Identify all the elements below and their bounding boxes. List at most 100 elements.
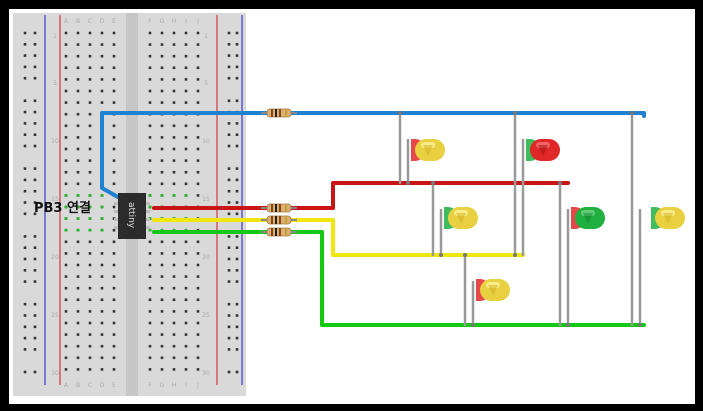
breadboard-hole (100, 275, 104, 278)
row-number-20-right: 20 (202, 254, 210, 261)
breadboard-hole (172, 321, 176, 325)
breadboard-hole (148, 263, 152, 267)
breadboard-hole (172, 182, 176, 186)
breadboard-hole (148, 89, 152, 93)
breadboard-hole (23, 336, 27, 340)
breadboard-hole (196, 333, 200, 336)
led-2 (526, 139, 560, 161)
breadboard-hole (235, 189, 239, 193)
breadboard-hole (196, 275, 200, 278)
breadboard-hole (148, 66, 152, 70)
breadboard-hole (148, 170, 152, 174)
col-letter-top-d: D (100, 18, 105, 25)
junction-dot (463, 253, 467, 257)
breadboard-hole (88, 147, 92, 151)
breadboard-hole (148, 43, 152, 46)
breadboard-hole (100, 310, 104, 313)
breadboard-hole (88, 228, 92, 232)
breadboard-hole (23, 133, 27, 136)
breadboard-hole (196, 43, 200, 46)
breadboard-hole (227, 370, 231, 374)
breadboard-hole (184, 286, 188, 290)
attiny-chip: attiny (114, 193, 150, 239)
breadboard-hole (184, 124, 188, 128)
junction-dot (439, 253, 443, 257)
breadboard-hole (184, 170, 188, 174)
breadboard-hole (88, 43, 92, 46)
col-letter-top-c: C (88, 18, 92, 25)
breadboard-hole (33, 167, 37, 170)
breadboard-hole (33, 336, 37, 340)
breadboard-hole (196, 252, 200, 255)
col-letter-bottom-a: A (64, 382, 69, 389)
breadboard-hole (172, 147, 176, 151)
breadboard-hole (33, 269, 37, 272)
breadboard-hole (148, 344, 152, 348)
breadboard-hole (235, 144, 239, 148)
breadboard-hole (23, 302, 27, 306)
breadboard-hole (196, 159, 200, 162)
breadboard-hole (196, 298, 200, 302)
breadboard-hole (196, 356, 200, 360)
breadboard-hole (172, 78, 176, 81)
breadboard-hole (23, 257, 27, 261)
breadboard-hole (23, 201, 27, 204)
col-letter-top-e: E (112, 18, 116, 25)
breadboard-hole (112, 182, 116, 186)
breadboard-hole (184, 194, 188, 197)
breadboard-hole (196, 78, 200, 81)
col-letter-top-j: J (196, 18, 199, 25)
breadboard-hole (23, 65, 27, 69)
breadboard-hole (23, 280, 27, 283)
breadboard-hole (227, 325, 231, 329)
breadboard-hole (23, 99, 27, 103)
breadboard-hole (100, 205, 104, 209)
breadboard-hole (76, 54, 80, 58)
breadboard-hole (64, 43, 68, 46)
breadboard-hole (184, 78, 188, 81)
junction-dot (431, 181, 435, 185)
breadboard-hole (100, 66, 104, 70)
junction-dot (398, 111, 402, 115)
breadboard-hole (100, 101, 104, 104)
wire-red-input (152, 181, 570, 210)
breadboard-hole (76, 356, 80, 360)
breadboard-hole (100, 356, 104, 360)
breadboard-hole (64, 344, 68, 348)
breadboard-hole (172, 263, 176, 267)
breadboard-hole (88, 54, 92, 58)
breadboard-hole (172, 101, 176, 104)
breadboard-hole (196, 124, 200, 128)
breadboard-hole (112, 43, 116, 46)
breadboard-hole (160, 136, 164, 139)
breadboard-hole (33, 54, 37, 57)
breadboard-hole (227, 65, 231, 69)
breadboard-hole (227, 212, 231, 216)
breadboard-hole (88, 240, 92, 244)
breadboard-hole (160, 182, 164, 186)
breadboard-hole (64, 136, 68, 139)
breadboard-hole (112, 101, 116, 104)
row-number-15-right: 15 (202, 196, 210, 203)
breadboard-hole (235, 54, 239, 57)
breadboard-hole (88, 159, 92, 162)
breadboard-hole (64, 31, 68, 35)
junction-dot (630, 111, 634, 115)
breadboard-hole (160, 333, 164, 336)
breadboard-hole (112, 147, 116, 151)
breadboard-hole (172, 31, 176, 35)
breadboard-hole (76, 124, 80, 128)
breadboard-hole (33, 246, 37, 249)
breadboard-hole (196, 89, 200, 93)
breadboard-hole (33, 122, 37, 125)
breadboard-hole (64, 124, 68, 128)
breadboard-hole (76, 205, 80, 209)
col-letter-bottom-b: B (76, 382, 80, 389)
breadboard-hole (160, 240, 164, 244)
breadboard-hole (235, 336, 239, 340)
breadboard-hole (172, 286, 176, 290)
breadboard-hole (64, 263, 68, 267)
breadboard-hole (88, 124, 92, 128)
breadboard-hole (76, 263, 80, 267)
breadboard-hole (196, 147, 200, 151)
